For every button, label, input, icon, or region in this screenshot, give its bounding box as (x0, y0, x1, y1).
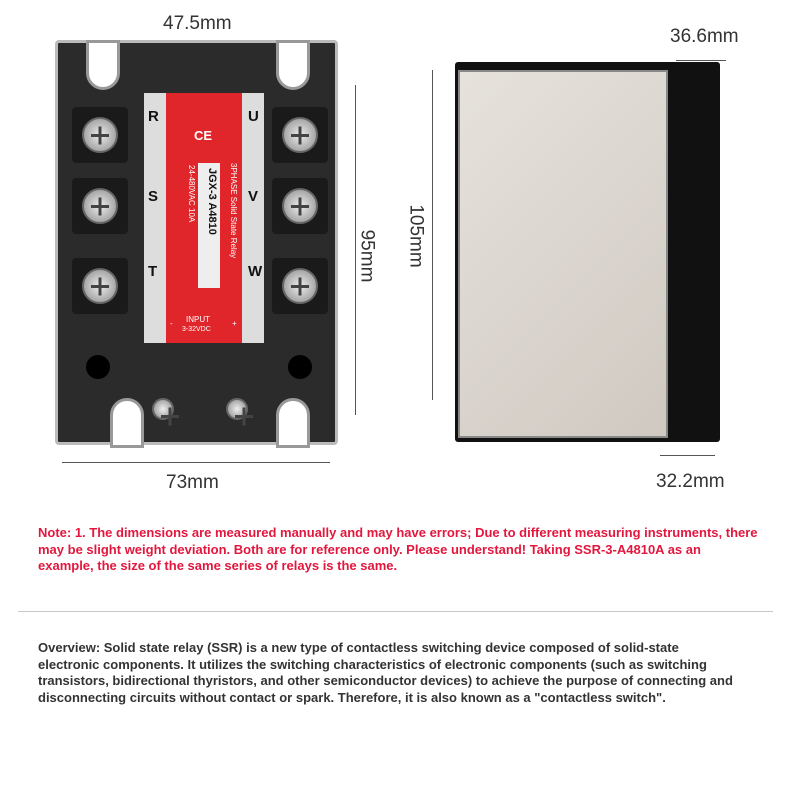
relay-type: 3PHASE Solid State Relay (229, 163, 238, 259)
terminal-v: V (248, 188, 259, 205)
terminal-r: R (148, 108, 159, 125)
input-range: 3-32VDC (182, 326, 211, 333)
relay-model: JGX-3 A4810 (206, 168, 218, 235)
relay-front-view: R S T U V W CE 3PHASE Solid State Relay … (55, 40, 338, 448)
terminal-t: T (148, 263, 158, 280)
screw-icon (282, 268, 318, 304)
terminal-u: U (248, 108, 259, 125)
dimension-line (432, 70, 433, 400)
screw-icon (226, 398, 253, 420)
terminal-w: W (248, 263, 263, 280)
dimension-side-depth-top: 36.6mm (670, 26, 739, 47)
relay-side-view (455, 62, 720, 442)
dimension-side-depth-bottom: 32.2mm (656, 471, 725, 492)
overview-text: Overview: Solid state relay (SSR) is a n… (38, 640, 733, 705)
dimension-line (660, 455, 715, 456)
dimension-front-width: 73mm (166, 472, 219, 493)
screw-icon (82, 268, 118, 304)
dimension-line (355, 85, 356, 415)
dimension-side-height: 105mm (405, 204, 427, 268)
screw-icon (282, 117, 318, 153)
screw-icon (82, 117, 118, 153)
measurement-note: Note: 1. The dimensions are measured man… (38, 525, 758, 573)
relay-rating: 24-480VAC 10A (187, 165, 196, 223)
dimension-line (676, 60, 726, 61)
input-minus: - (170, 319, 173, 328)
screw-icon (152, 398, 179, 420)
input-plus: + (232, 319, 237, 328)
screw-icon (282, 188, 318, 224)
dimension-line (62, 462, 330, 463)
ce-mark: CE (194, 128, 213, 143)
relay-label: R S T U V W CE 3PHASE Solid State Relay … (144, 93, 264, 343)
divider (18, 611, 773, 612)
screw-icon (82, 188, 118, 224)
dimension-front-height: 95mm (356, 229, 378, 283)
input-label: INPUT (186, 315, 210, 324)
terminal-s: S (148, 188, 159, 205)
dimension-front-top-width: 47.5mm (163, 13, 232, 34)
